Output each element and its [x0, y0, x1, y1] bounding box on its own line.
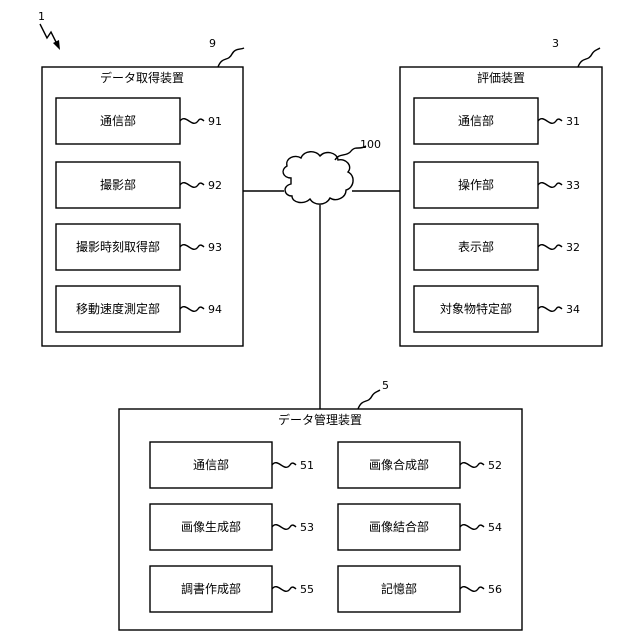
- data-management-title: データ管理装置: [278, 412, 362, 427]
- component-ref: 56: [488, 583, 502, 596]
- component-label: 通信部: [458, 113, 494, 128]
- component-ref: 33: [566, 179, 580, 192]
- component-ref: 34: [566, 303, 580, 316]
- data-acquisition-title: データ取得装置: [100, 70, 184, 85]
- component-ref: 91: [208, 115, 222, 128]
- component-ref: 94: [208, 303, 222, 316]
- component-label: 記憶部: [381, 581, 417, 596]
- component-label: 画像結合部: [369, 519, 429, 534]
- evaluation-device: 評価装置 3 通信部 31 操作部 33 表示部 32 対象物特定部 34: [400, 37, 602, 346]
- data-management-device: データ管理装置 5 通信部 51 画像合成部 52 画像生成部 53 画像結合部…: [119, 379, 522, 630]
- component-label: 画像合成部: [369, 457, 429, 472]
- component-ref: 93: [208, 241, 222, 254]
- component-label: 撮影部: [100, 177, 136, 192]
- component-label: 調書作成部: [181, 581, 241, 596]
- system-arrow-head: [53, 40, 60, 50]
- data-management-ref: 5: [382, 379, 389, 392]
- component-ref: 92: [208, 179, 222, 192]
- data-acquisition-ref-leader: [218, 48, 244, 67]
- network-ref-label: 100: [360, 138, 381, 151]
- component-label: 操作部: [458, 177, 494, 192]
- component-ref: 54: [488, 521, 502, 534]
- component-ref: 52: [488, 459, 502, 472]
- data-management-ref-leader: [358, 390, 380, 409]
- network-cloud-icon: [283, 152, 353, 204]
- component-ref: 55: [300, 583, 314, 596]
- data-acquisition-ref: 9: [209, 37, 216, 50]
- component-ref: 31: [566, 115, 580, 128]
- evaluation-title: 評価装置: [477, 70, 525, 85]
- component-label: 通信部: [193, 457, 229, 472]
- data-acquisition-device: データ取得装置 9 通信部 91 撮影部 92 撮影時刻取得部 93 移動速度測…: [42, 37, 244, 346]
- component-label: 通信部: [100, 113, 136, 128]
- component-ref: 51: [300, 459, 314, 472]
- component-label: 撮影時刻取得部: [76, 239, 160, 254]
- component-label: 表示部: [458, 239, 494, 254]
- evaluation-ref-leader: [578, 48, 600, 67]
- evaluation-ref: 3: [552, 37, 559, 50]
- component-ref: 53: [300, 521, 314, 534]
- component-label: 移動速度測定部: [76, 301, 160, 316]
- component-label: 対象物特定部: [440, 301, 512, 316]
- system-ref-label: 1: [38, 10, 45, 23]
- component-label: 画像生成部: [181, 519, 241, 534]
- component-ref: 32: [566, 241, 580, 254]
